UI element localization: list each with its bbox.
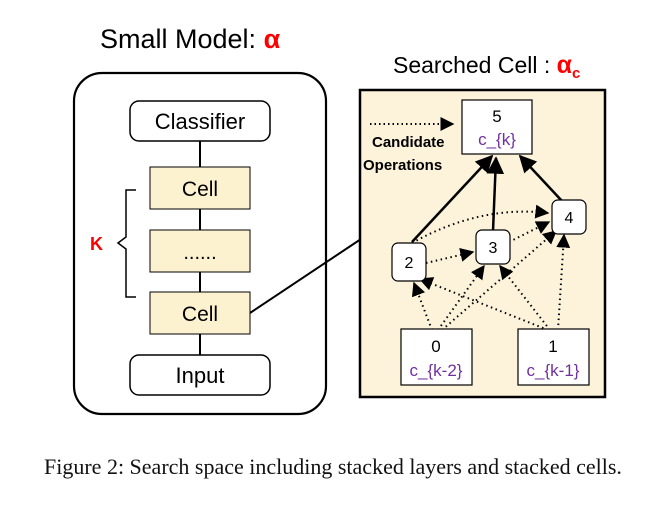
searched-cell-title: Searched Cell : αc — [393, 51, 580, 82]
cell-layer-bottom — [149, 291, 251, 335]
node-4-id: 4 — [565, 210, 574, 227]
cell-layer-top-label: Cell — [182, 178, 218, 201]
edge-2-to-5 — [411, 154, 494, 243]
node-2 — [391, 242, 427, 282]
node-1 — [517, 328, 590, 386]
node-4 — [551, 199, 587, 235]
edge-4-to-5 — [518, 154, 563, 202]
node-3 — [475, 229, 511, 265]
legend-line2: Operations — [363, 157, 442, 174]
small-model-alpha: α — [264, 24, 281, 54]
node-1-id: 1 — [548, 337, 557, 356]
small-model-title: Small Model: α — [100, 24, 281, 54]
legend-line1: Candidate — [372, 134, 445, 151]
edge-2-to-4 — [411, 204, 550, 244]
node-2-id: 2 — [405, 255, 414, 272]
edge-0-to-4 — [441, 230, 558, 331]
node-3-id: 3 — [489, 240, 498, 257]
ellipsis-layer — [149, 229, 251, 273]
cell-layer-bottom-label: Cell — [182, 303, 218, 326]
classifier-layer — [129, 100, 271, 142]
edge-0-to-2 — [411, 281, 433, 331]
node-5-id: 5 — [492, 107, 501, 126]
edge-1-to-4 — [556, 233, 571, 331]
node-0-id: 0 — [431, 337, 440, 356]
node-5 — [461, 99, 533, 155]
edge-2-to-3 — [425, 248, 475, 264]
node-5-label: c_{k} — [478, 130, 516, 149]
node-1-label: c_{k-1} — [527, 361, 580, 380]
node-0 — [400, 328, 473, 386]
k-brace — [116, 189, 136, 298]
input-label: Input — [176, 363, 225, 388]
edge-3-to-5 — [486, 156, 505, 232]
zoom-line — [249, 238, 362, 314]
edge-1-to-3 — [499, 264, 551, 331]
searched-cell-alpha: α — [557, 51, 573, 79]
figure-caption: Figure 2: Search space including stacked… — [44, 454, 622, 479]
k-label: K — [90, 234, 103, 254]
classifier-label: Classifier — [155, 109, 245, 134]
input-layer — [129, 354, 271, 396]
ellipsis-layer-label: ...... — [183, 242, 216, 264]
node-0-label: c_{k-2} — [410, 361, 463, 380]
edge-0-to-3 — [437, 264, 485, 331]
searched-cell-alpha-sub: c — [572, 65, 580, 82]
candidate-edges — [411, 204, 571, 331]
cell-layer-top — [149, 166, 251, 210]
